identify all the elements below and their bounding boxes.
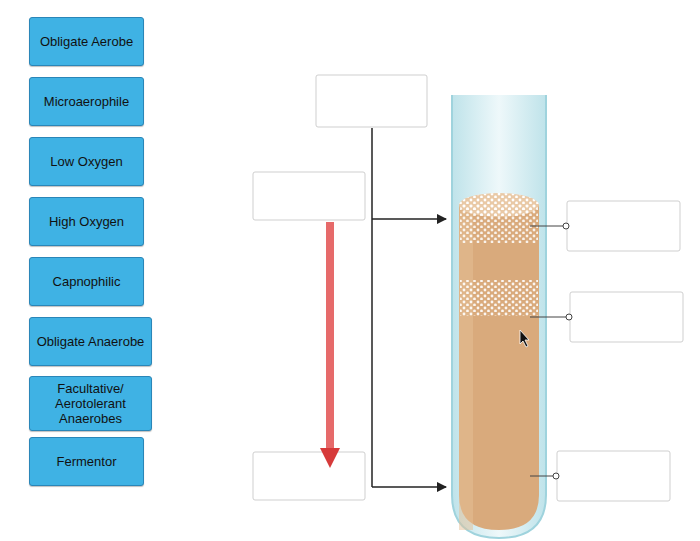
tile-label: Obligate Anaerobe — [33, 334, 149, 349]
label-tile: Fermentor — [29, 437, 144, 486]
tile-label: Fermentor — [53, 454, 121, 469]
bracket-line — [372, 128, 446, 487]
label-tile: Low Oxygen — [29, 137, 144, 186]
tile-label: Obligate Aerobe — [36, 34, 137, 49]
label-tile: Microaerophile — [29, 77, 144, 126]
oxygen-gradient-arrow — [320, 222, 340, 468]
label-tile: Facultative/ Aerotolerant Anaerobes — [29, 376, 152, 431]
label-tile: Capnophilic — [29, 257, 144, 306]
label-tile: Obligate Aerobe — [29, 17, 144, 66]
tile-label: High Oxygen — [45, 214, 128, 229]
tile-label: Microaerophile — [40, 94, 133, 109]
label-tile: High Oxygen — [29, 197, 144, 246]
tile-label: Low Oxygen — [46, 154, 126, 169]
tile-label: Facultative/ Aerotolerant Anaerobes — [30, 381, 151, 426]
tile-label: Capnophilic — [49, 274, 125, 289]
label-tile: Obligate Anaerobe — [29, 317, 152, 366]
leader-line — [530, 223, 572, 479]
mouse-pointer — [520, 330, 529, 347]
